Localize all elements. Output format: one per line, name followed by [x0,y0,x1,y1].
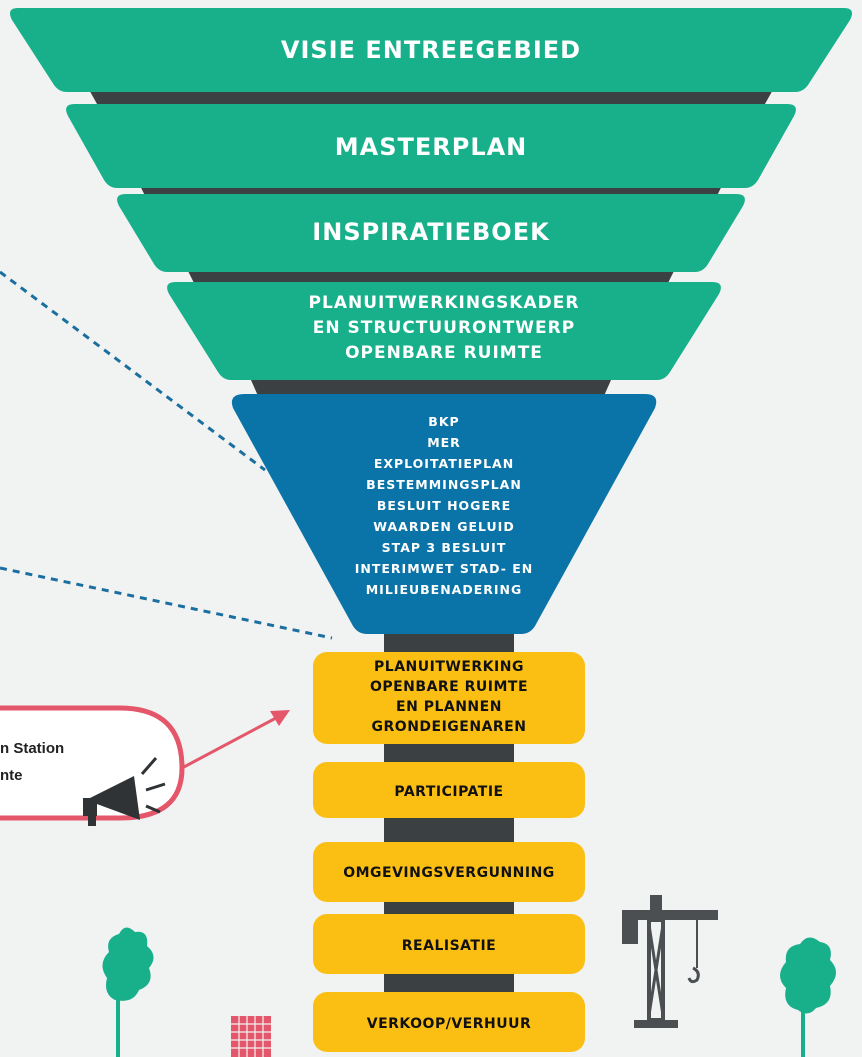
blue-label-6: STAP 3 BESLUIT [382,540,507,555]
megaphone-icon [83,757,166,826]
yellow-label-0-1: OPENBARE RUIMTE [370,679,528,695]
funnel-layer-blue-procedures [231,394,657,634]
tree-icon-left [102,927,154,1057]
yellow-label-2: OMGEVINGSVERGUNNING [343,865,555,881]
tree-icon-right [780,937,836,1057]
callout-text-line2: nte [0,767,23,784]
funnel-layer-planuitwerkingskader [167,282,721,380]
blue-label-3: BESTEMMINGSPLAN [366,477,522,492]
yellow-label-3: REALISATIE [402,938,496,954]
yellow-label-0-3: GRONDEIGENAREN [372,719,527,735]
layer-label-planuitwerkingskader-2: EN STRUCTUURONTWERP [313,318,575,338]
callout-text-line1: n Station [0,740,64,757]
stage-block-realisatie [313,914,585,974]
blue-label-4: BESLUIT HOGERE [377,498,511,513]
stage-block-planuitwerking [313,652,585,744]
layer-label-planuitwerkingskader-3: OPENBARE RUIMTE [345,343,543,363]
stage-block-verkoop [313,992,585,1052]
callout-arrow [181,716,277,770]
layer-label-planuitwerkingskader-1: PLANUITWERKINGSKADER [309,293,580,313]
funnel-layer-visie [10,8,852,92]
yellow-label-1: PARTICIPATIE [394,784,503,800]
dotted-connector-lower [0,566,333,640]
layer-label-inspiratieboek: INSPIRATIEBOEK [312,218,550,246]
dotted-connector-upper [0,270,266,472]
callout-arrow-head [270,710,290,726]
stage-block-participatie [313,762,585,818]
layer-label-visie: VISIE ENTREEGEBIED [281,36,581,64]
yellow-label-0-2: EN PLANNEN [396,699,502,715]
crane-icon [622,895,718,1028]
blue-label-0: BKP [428,414,459,429]
yellow-label-0-0: PLANUITWERKING [374,659,524,675]
stage-block-omgevingsvergunning [313,842,585,902]
blue-label-8: MILIEUBENADERING [366,582,523,597]
blue-label-2: EXPLOITATIEPLAN [374,456,514,471]
blue-label-5: WAARDEN GELUID [373,519,514,534]
brick-building-icon [231,1016,271,1057]
funnel-layer-masterplan [66,104,796,188]
blue-label-1: MER [427,435,461,450]
blue-label-7: INTERIMWET STAD- EN [355,561,533,576]
funnel-layer-inspiratieboek [117,194,745,272]
layer-label-masterplan: MASTERPLAN [335,133,528,161]
yellow-label-4: VERKOOP/VERHUUR [367,1016,532,1032]
